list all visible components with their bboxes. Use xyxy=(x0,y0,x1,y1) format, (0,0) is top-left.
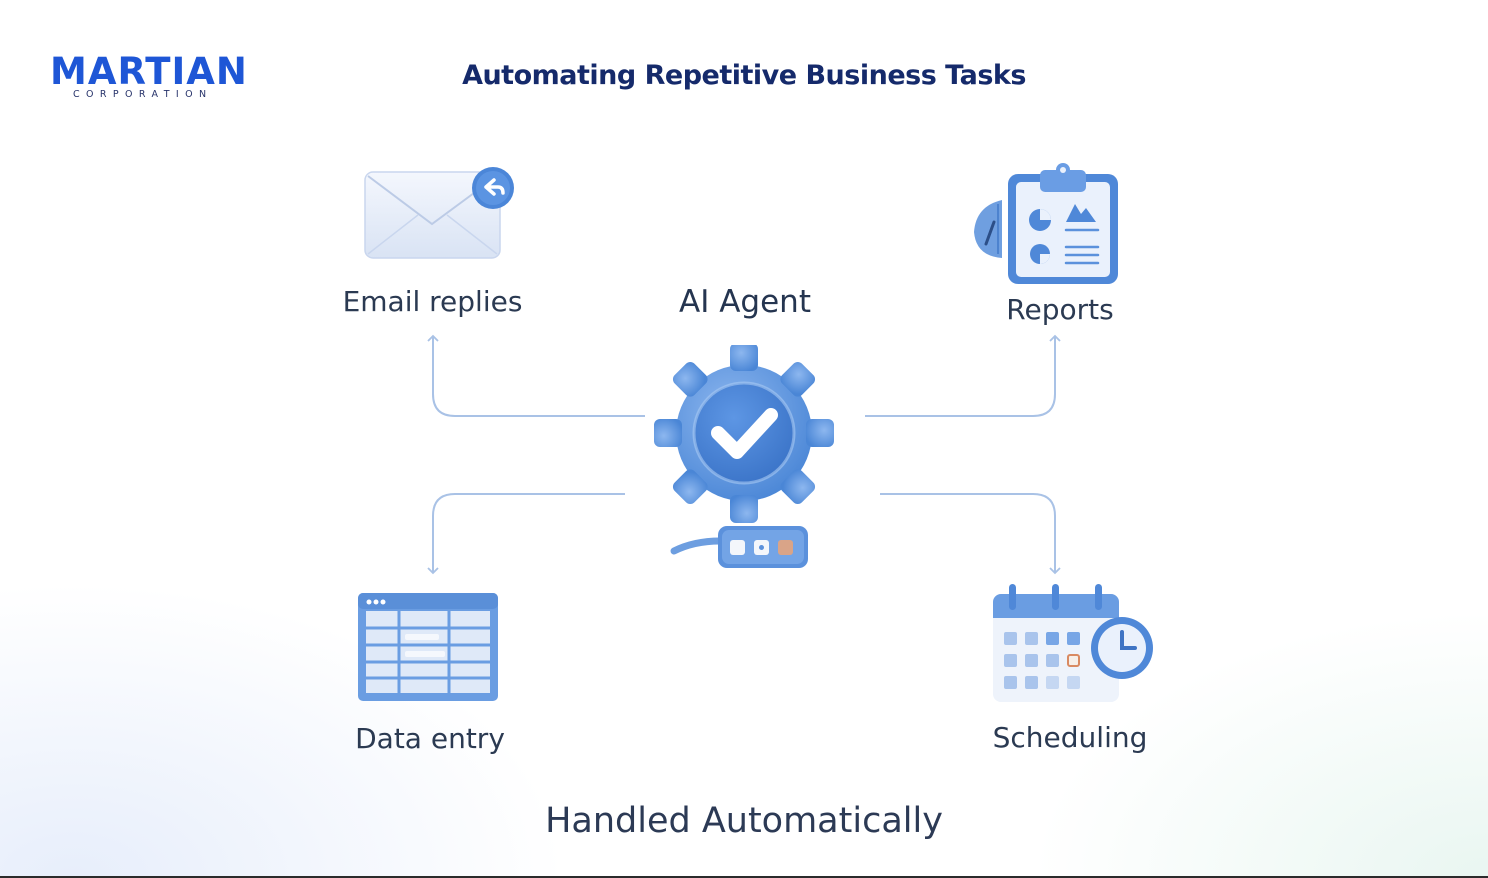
arrow-to-data-entry xyxy=(427,493,625,575)
page-title: Automating Repetitive Business Tasks xyxy=(462,60,1026,91)
envelope-reply-icon xyxy=(364,167,514,259)
martian-logo: MARTIAN CORPORATION xyxy=(50,52,250,102)
gear-check-icon xyxy=(654,345,834,568)
label-email-replies: Email replies xyxy=(342,285,523,318)
footer-caption: Handled Automatically xyxy=(545,801,943,841)
label-reports: Reports xyxy=(1006,293,1114,326)
logo-wordmark: MARTIAN xyxy=(50,50,248,93)
arrow-to-scheduling xyxy=(880,493,1061,575)
clipboard-report-icon xyxy=(974,163,1118,284)
ai-agent-label: AI Agent xyxy=(679,284,811,320)
bottom-divider xyxy=(0,876,1488,878)
logo-tagline: CORPORATION xyxy=(73,89,213,100)
arrow-to-email xyxy=(427,334,645,417)
label-data-entry: Data entry xyxy=(355,722,505,755)
calendar-clock-icon xyxy=(993,584,1153,702)
label-scheduling: Scheduling xyxy=(992,721,1148,754)
arrow-to-reports xyxy=(865,334,1061,417)
spreadsheet-icon xyxy=(358,593,498,701)
